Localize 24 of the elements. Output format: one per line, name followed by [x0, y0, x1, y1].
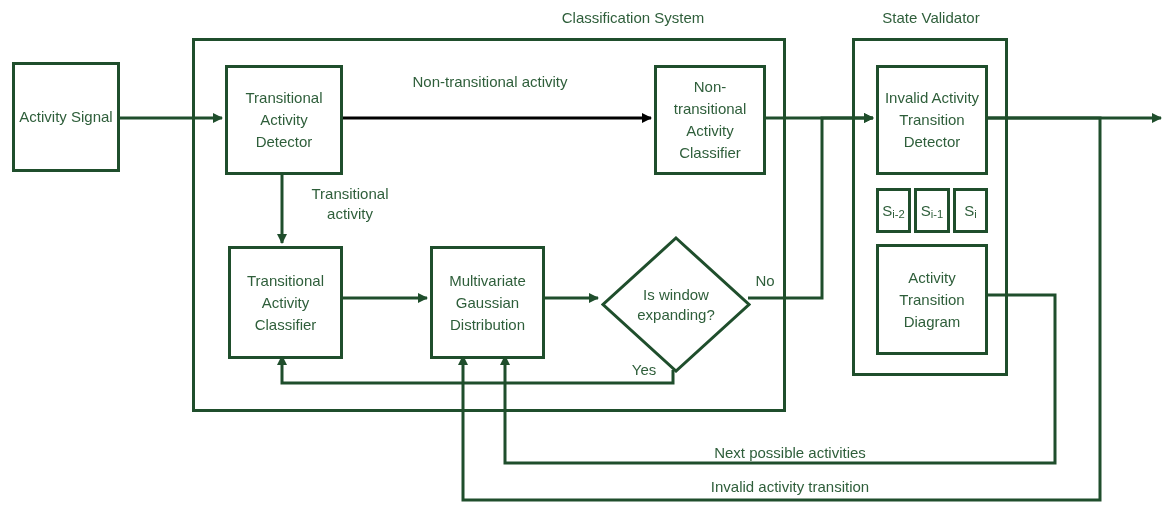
process-box: Non-transitional Activity Classifier	[654, 65, 766, 175]
decision-text: Is window expanding?	[636, 284, 716, 325]
group-title: Classification System	[560, 8, 706, 28]
decision-diamond	[601, 236, 751, 373]
process-box: Invalid Activity Transition Detector	[876, 65, 988, 175]
edge-label: Invalid activity transition	[709, 477, 871, 497]
group-title: State Validator	[881, 8, 981, 28]
arrow	[120, 113, 223, 123]
arrow	[500, 293, 1057, 465]
edge-label: Transitional activity	[310, 184, 390, 224]
arrow	[458, 116, 1102, 502]
state-cell: S$_{i}$	[953, 188, 988, 233]
edge-label: Yes	[630, 360, 658, 380]
process-box: Transitional Activity Classifier	[228, 246, 343, 359]
state-cell: S$_{i-1}$	[914, 188, 950, 233]
process-box: Activity Transition Diagram	[876, 244, 988, 355]
arrow	[748, 113, 874, 300]
edge-label: Non-transitional activity	[411, 72, 569, 92]
process-box: Multivariate Gaussian Distribution	[430, 246, 545, 359]
process-box: Activity Signal	[12, 62, 120, 172]
edge-label: Next possible activities	[713, 443, 867, 463]
edge-label: No	[754, 271, 776, 291]
state-cell: S$_{i-2}$	[876, 188, 911, 233]
process-box: Transitional Activity Detector	[225, 65, 343, 175]
